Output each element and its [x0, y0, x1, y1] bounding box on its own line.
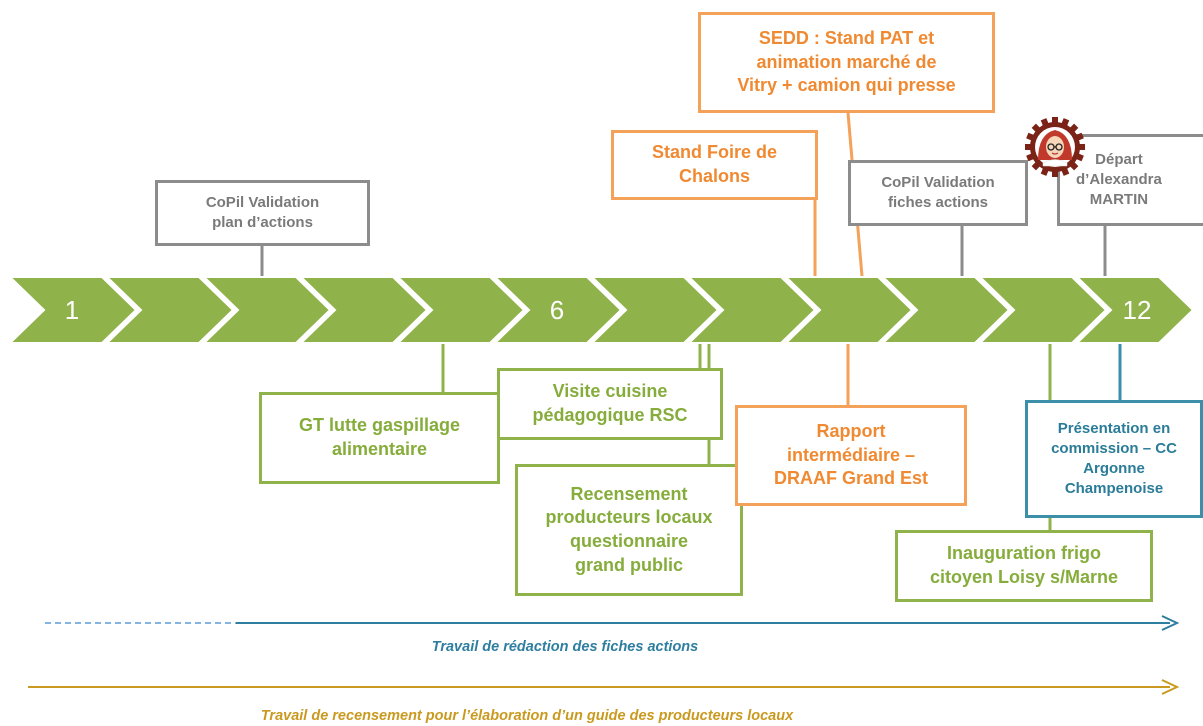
track-redaction-arrowhead	[1161, 615, 1180, 631]
chevron-segment-5	[395, 276, 526, 344]
event-presentation-line-1: Présentation en	[1057, 420, 1171, 438]
timeline-chevrons	[7, 276, 1195, 344]
chevron-segment-2	[104, 276, 235, 344]
track-arrows	[28, 615, 1180, 695]
event-inauguration: Inauguration frigo citoyen Loisy s/Marne	[895, 530, 1153, 602]
event-foire-line-1: Stand Foire de	[651, 142, 777, 163]
event-copil-plan: CoPil Validation plan d’actions	[155, 180, 370, 246]
event-presentation-line-3: Argonne	[1083, 460, 1145, 477]
chevron-segment-11	[977, 276, 1108, 344]
event-presentation-line-2: commission – CC	[1051, 440, 1177, 458]
event-gt-line-1: GT lutte gaspillage	[298, 415, 461, 436]
track-recensement-label: Travail de recensement pour l’élaboratio…	[260, 708, 794, 724]
event-copil-fiches-line-2: fiches actions	[887, 194, 989, 211]
event-sedd-line-1: SEDD : Stand PAT et	[758, 27, 935, 48]
chevron-segment-4	[298, 276, 429, 344]
gear-avatar-icon	[1025, 117, 1085, 177]
event-gt-line-2: alimentaire	[331, 439, 428, 459]
event-rapport: Rapport intermédiaire – DRAAF Grand Est	[735, 405, 967, 506]
event-rapport-line-1: Rapport	[816, 420, 886, 441]
chevron-segment-8	[686, 276, 817, 344]
chevron-segment-3	[201, 276, 332, 344]
month-label-6: 6	[550, 295, 564, 325]
track-redaction-label: Travail de rédaction des fiches actions	[431, 639, 699, 655]
event-sedd-line-2: animation marché de	[756, 51, 937, 72]
chevron-segment-1	[7, 276, 138, 344]
month-label-1: 1	[65, 295, 79, 325]
event-recensement: Recensement producteurs locaux questionnai…	[515, 464, 743, 596]
event-recensement-line-4: grand public	[574, 554, 683, 575]
track-recensement-arrowhead	[1161, 679, 1180, 695]
event-rapport-line-3: DRAAF Grand Est	[773, 468, 928, 489]
event-sedd-line-3: Vitry + camion qui presse	[737, 75, 956, 96]
chevron-segment-10	[880, 276, 1011, 344]
event-copil-plan-line-1: CoPil Validation	[205, 194, 320, 212]
event-visite-line-2: pédagogique RSC	[532, 405, 688, 425]
event-inauguration-line-1: Inauguration frigo	[947, 543, 1101, 564]
chevron-segment-9	[783, 276, 914, 344]
event-copil-fiches: CoPil Validation fiches actions	[848, 160, 1028, 226]
month-label-12: 12	[1123, 295, 1152, 325]
chevron-segment-7	[589, 276, 720, 344]
event-recensement-line-2: producteurs locaux	[545, 507, 713, 528]
event-depart-line-3: MARTIN	[1089, 190, 1149, 208]
event-inauguration-line-2: citoyen Loisy s/Marne	[929, 567, 1119, 587]
event-foire-line-2: Chalons	[678, 166, 750, 186]
event-depart-line-2: d’Alexandra	[1076, 171, 1162, 189]
event-rapport-line-2: intermédiaire –	[786, 444, 916, 465]
event-recensement-line-3: questionnaire	[569, 531, 688, 551]
event-gt: GT lutte gaspillage alimentaire	[259, 392, 500, 484]
chevron-segment-12	[1074, 276, 1195, 344]
event-presentation-line-4: Champenoise	[1064, 479, 1164, 497]
event-visite-line-1: Visite cuisine	[552, 381, 668, 402]
event-sedd: SEDD : Stand PAT et animation marché de Vi…	[698, 12, 995, 113]
event-foire: Stand Foire de Chalons	[611, 130, 818, 200]
event-copil-plan-line-2: plan d’actions	[212, 214, 313, 231]
event-recensement-line-1: Recensement	[570, 483, 688, 504]
event-depart-line-1: Départ	[1095, 151, 1143, 169]
event-visite: Visite cuisine pédagogique RSC	[497, 368, 723, 440]
event-copil-fiches-line-1: CoPil Validation	[881, 174, 995, 192]
chevron-segment-6	[492, 276, 623, 344]
